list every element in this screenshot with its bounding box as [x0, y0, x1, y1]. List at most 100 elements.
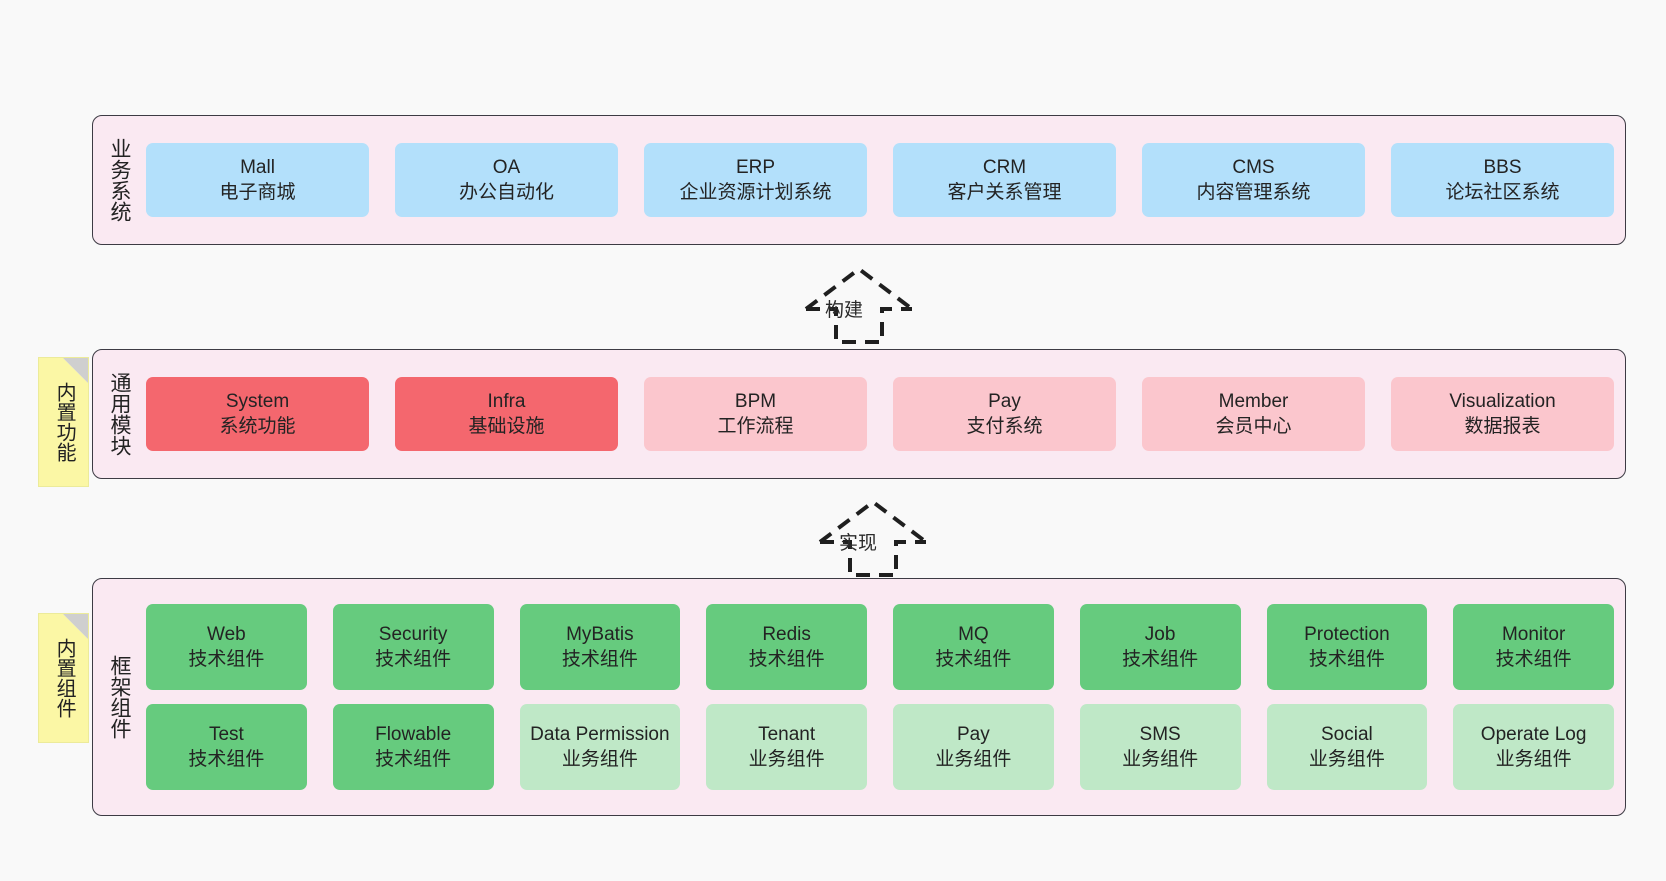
module-box-visualization[interactable]: Visualization 数据报表 [1391, 377, 1614, 451]
module-desc: 论坛社区系统 [1445, 182, 1560, 203]
module-box-test[interactable]: Test 技术组件 [146, 704, 307, 790]
module-desc: 办公自动化 [458, 182, 554, 203]
module-box-monitor[interactable]: Monitor 技术组件 [1453, 604, 1614, 690]
connector-label-build: 构建 [825, 300, 864, 321]
module-desc: 系统功能 [219, 416, 296, 437]
module-box-oa[interactable]: OA 办公自动化 [395, 143, 618, 217]
module-desc: 业务组件 [1308, 749, 1385, 770]
module-name: BBS [1483, 156, 1522, 178]
module-name: Protection [1304, 623, 1390, 645]
row: Test 技术组件 Flowable 技术组件 Data Permission … [146, 704, 1614, 790]
layer-title-framework-component: 框架组件 [107, 655, 131, 739]
module-desc: 企业资源计划系统 [679, 182, 832, 203]
module-box-erp[interactable]: ERP 企业资源计划系统 [644, 143, 867, 217]
module-name: System [225, 390, 290, 412]
arrowhead-path [818, 499, 928, 544]
row: System 系统功能 Infra 基础设施 BPM 工作流程 Pay 支付系统… [146, 377, 1614, 451]
layer-title-common-module: 通用模块 [107, 372, 131, 456]
module-name: Test [208, 723, 244, 745]
module-box-system[interactable]: System 系统功能 [146, 377, 369, 451]
module-name: BPM [734, 390, 777, 412]
module-desc: 业务组件 [1122, 749, 1199, 770]
module-name: Mall [240, 156, 275, 178]
layer-body-framework-component: Web 技术组件 Security 技术组件 MyBatis 技术组件 Redi… [134, 588, 1614, 806]
module-box-mall[interactable]: Mall 电子商城 [146, 143, 369, 217]
connector-label-implement: 实现 [839, 533, 878, 554]
module-name: Operate Log [1480, 723, 1587, 745]
module-box-sms[interactable]: SMS 业务组件 [1079, 704, 1241, 790]
note-builtin-function: 内置功能 [38, 357, 89, 487]
module-desc: 内容管理系统 [1196, 182, 1311, 203]
module-name: Tenant [758, 723, 816, 745]
module-box-infra[interactable]: Infra 基础设施 [395, 377, 618, 451]
module-name: SMS [1139, 723, 1181, 745]
module-desc: 技术组件 [188, 649, 265, 670]
module-name: Job [1144, 623, 1176, 645]
module-desc: 业务组件 [561, 749, 638, 770]
layer-body-common-module: System 系统功能 Infra 基础设施 BPM 工作流程 Pay 支付系统… [134, 359, 1614, 469]
module-box-operate-log[interactable]: Operate Log 业务组件 [1453, 704, 1614, 790]
module-desc: 电子商城 [219, 182, 296, 203]
note-builtin-component: 内置组件 [38, 613, 89, 743]
module-box-flowable[interactable]: Flowable 技术组件 [332, 704, 494, 790]
module-desc: 业务组件 [1495, 749, 1572, 770]
module-box-security[interactable]: Security 技术组件 [332, 604, 494, 690]
module-name: MQ [958, 623, 989, 645]
module-desc: 会员中心 [1215, 416, 1292, 437]
module-box-job[interactable]: Job 技术组件 [1079, 604, 1241, 690]
module-box-redis[interactable]: Redis 技术组件 [706, 604, 867, 690]
module-box-pay-business[interactable]: Pay 业务组件 [893, 704, 1054, 790]
module-name: Web [207, 623, 246, 645]
module-desc: 技术组件 [748, 649, 825, 670]
module-name: Pay [957, 723, 990, 745]
arrow-shaft-path [806, 307, 912, 344]
module-desc: 支付系统 [966, 416, 1043, 437]
row: Mall 电子商城 OA 办公自动化 ERP 企业资源计划系统 CRM 客户关系… [146, 143, 1614, 217]
module-box-data-permission[interactable]: Data Permission 业务组件 [519, 704, 681, 790]
connector-implement: 实现 [817, 495, 937, 577]
module-desc: 技术组件 [561, 649, 638, 670]
module-name: Pay [988, 390, 1021, 412]
module-name: Security [378, 623, 448, 645]
module-desc: 工作流程 [717, 416, 794, 437]
module-name: CMS [1232, 156, 1275, 178]
module-desc: 客户关系管理 [947, 182, 1062, 203]
module-box-web[interactable]: Web 技术组件 [146, 604, 307, 690]
layer-business-system: 业务系统 Mall 电子商城 OA 办公自动化 ERP 企业资源计划系统 CRM… [92, 115, 1626, 245]
module-box-mq[interactable]: MQ 技术组件 [893, 604, 1054, 690]
row: Web 技术组件 Security 技术组件 MyBatis 技术组件 Redi… [146, 604, 1614, 690]
module-name: Infra [487, 390, 526, 412]
module-box-social[interactable]: Social 业务组件 [1266, 704, 1428, 790]
note-label: 内置组件 [53, 638, 76, 718]
module-desc: 数据报表 [1464, 416, 1541, 437]
module-box-protection[interactable]: Protection 技术组件 [1266, 604, 1428, 690]
module-desc: 技术组件 [188, 749, 265, 770]
module-box-pay[interactable]: Pay 支付系统 [893, 377, 1116, 451]
module-name: MyBatis [566, 623, 634, 645]
module-box-mybatis[interactable]: MyBatis 技术组件 [519, 604, 681, 690]
note-label: 内置功能 [53, 382, 76, 462]
module-name: Visualization [1449, 390, 1556, 412]
module-box-member[interactable]: Member 会员中心 [1142, 377, 1365, 451]
module-name: Data Permission [530, 723, 670, 745]
module-name: CRM [982, 156, 1027, 178]
module-name: Flowable [375, 723, 452, 745]
module-box-crm[interactable]: CRM 客户关系管理 [893, 143, 1116, 217]
module-name: ERP [735, 156, 776, 178]
module-box-cms[interactable]: CMS 内容管理系统 [1142, 143, 1365, 217]
module-desc: 技术组件 [1122, 649, 1199, 670]
arrow-shaft-path [820, 540, 926, 577]
module-box-bbs[interactable]: BBS 论坛社区系统 [1391, 143, 1614, 217]
layer-framework-component: 框架组件 Web 技术组件 Security 技术组件 MyBatis 技术组件… [92, 578, 1626, 816]
module-box-bpm[interactable]: BPM 工作流程 [644, 377, 867, 451]
module-desc: 技术组件 [1495, 649, 1572, 670]
module-box-tenant[interactable]: Tenant 业务组件 [706, 704, 867, 790]
module-desc: 技术组件 [375, 649, 452, 670]
arrowhead-path [804, 266, 914, 311]
module-desc: 技术组件 [375, 749, 452, 770]
layer-common-module: 通用模块 System 系统功能 Infra 基础设施 BPM 工作流程 Pay… [92, 349, 1626, 479]
module-desc: 基础设施 [468, 416, 545, 437]
module-name: Monitor [1501, 623, 1566, 645]
module-desc: 技术组件 [935, 649, 1012, 670]
